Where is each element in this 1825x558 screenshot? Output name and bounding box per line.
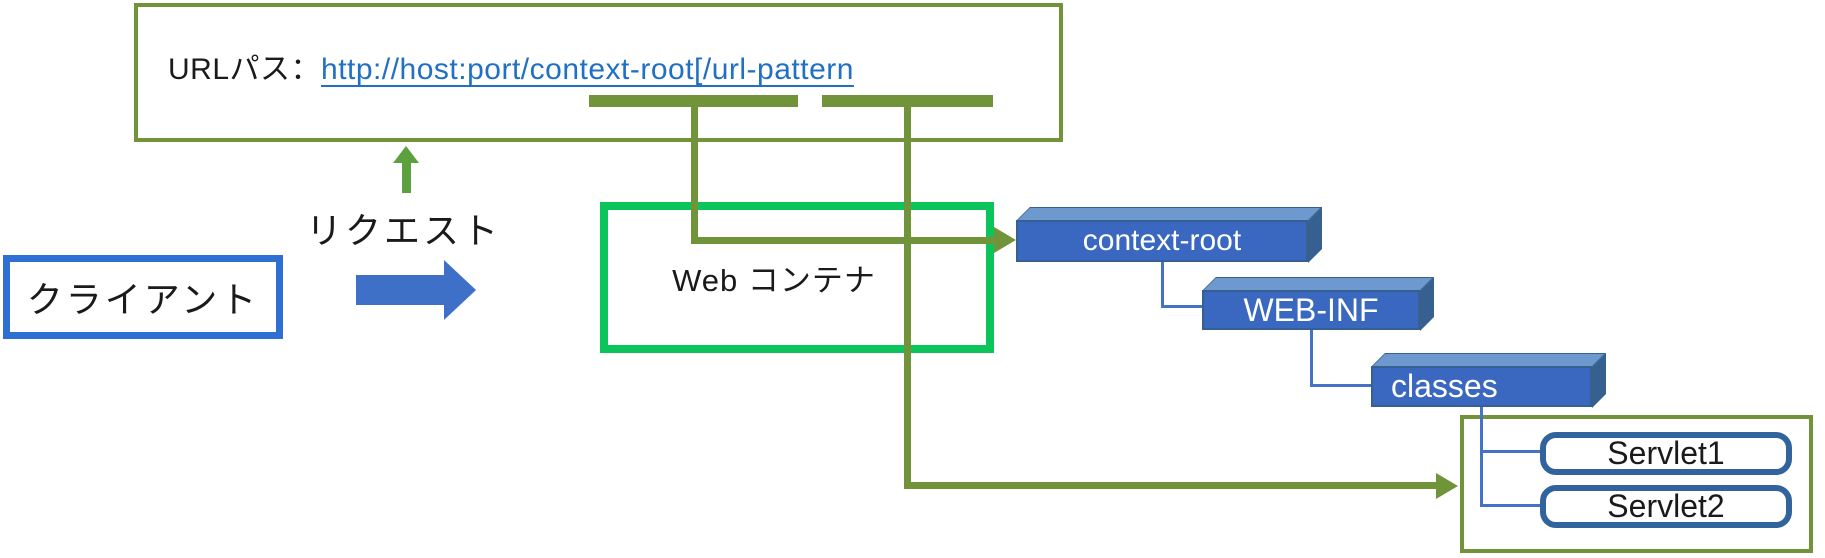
tree-connector [1161, 305, 1202, 308]
tree-connector [1480, 504, 1540, 507]
servlet1-box: Servlet1 [1540, 432, 1792, 475]
tree-connector [1161, 262, 1164, 308]
url-pattern-underline-bar [822, 95, 993, 107]
context-root-underline-bar [589, 95, 798, 107]
url-link[interactable]: http://host:port/context-root[/url-patte… [321, 53, 854, 86]
request-up-arrow-icon [393, 146, 419, 163]
folder-web-inf-label: WEB-INF [1202, 290, 1420, 330]
client-label: クライアント [26, 279, 260, 320]
context-root-pointer-arrowhead-icon [994, 227, 1016, 253]
web-container-box: Web コンテナ [600, 202, 994, 353]
folder-classes: classes [1371, 352, 1606, 408]
servlet2-box: Servlet2 [1540, 485, 1792, 528]
servlet2-label: Servlet2 [1607, 488, 1725, 524]
url-pattern-pointer-vertical-line [904, 107, 911, 484]
tree-connector [1310, 384, 1371, 387]
folder-web-inf: WEB-INF [1202, 276, 1434, 331]
url-path-label: URLパス： [168, 53, 322, 86]
folder-top-face [1371, 353, 1606, 367]
request-flow-arrow-shaft [356, 275, 445, 305]
url-path-box [134, 3, 1063, 142]
servlet-group-box [1460, 415, 1813, 553]
url-pattern-pointer-horizontal-line [904, 482, 1436, 489]
web-container-label: Web コンテナ [672, 263, 876, 298]
tree-connector [1480, 450, 1540, 453]
tree-connector [1480, 407, 1483, 507]
tree-connector [1310, 330, 1313, 387]
client-box: クライアント [3, 255, 283, 339]
context-root-pointer-horizontal-line [691, 237, 994, 244]
folder-top-face [1016, 207, 1322, 221]
folder-top-face [1202, 277, 1434, 291]
request-label: リクエスト [306, 210, 502, 251]
context-root-pointer-vertical-line [691, 107, 698, 238]
folder-context-root-label: context-root [1016, 220, 1308, 262]
folder-context-root: context-root [1016, 206, 1322, 263]
request-flow-right-arrow-icon [444, 260, 476, 320]
servlet1-label: Servlet1 [1607, 435, 1725, 471]
folder-classes-label: classes [1371, 366, 1592, 407]
url-path-line: URLパス：http://host:port/context-root[/url… [168, 44, 854, 88]
request-up-arrow-shaft [402, 161, 411, 193]
url-pattern-pointer-arrowhead-icon [1436, 473, 1458, 499]
